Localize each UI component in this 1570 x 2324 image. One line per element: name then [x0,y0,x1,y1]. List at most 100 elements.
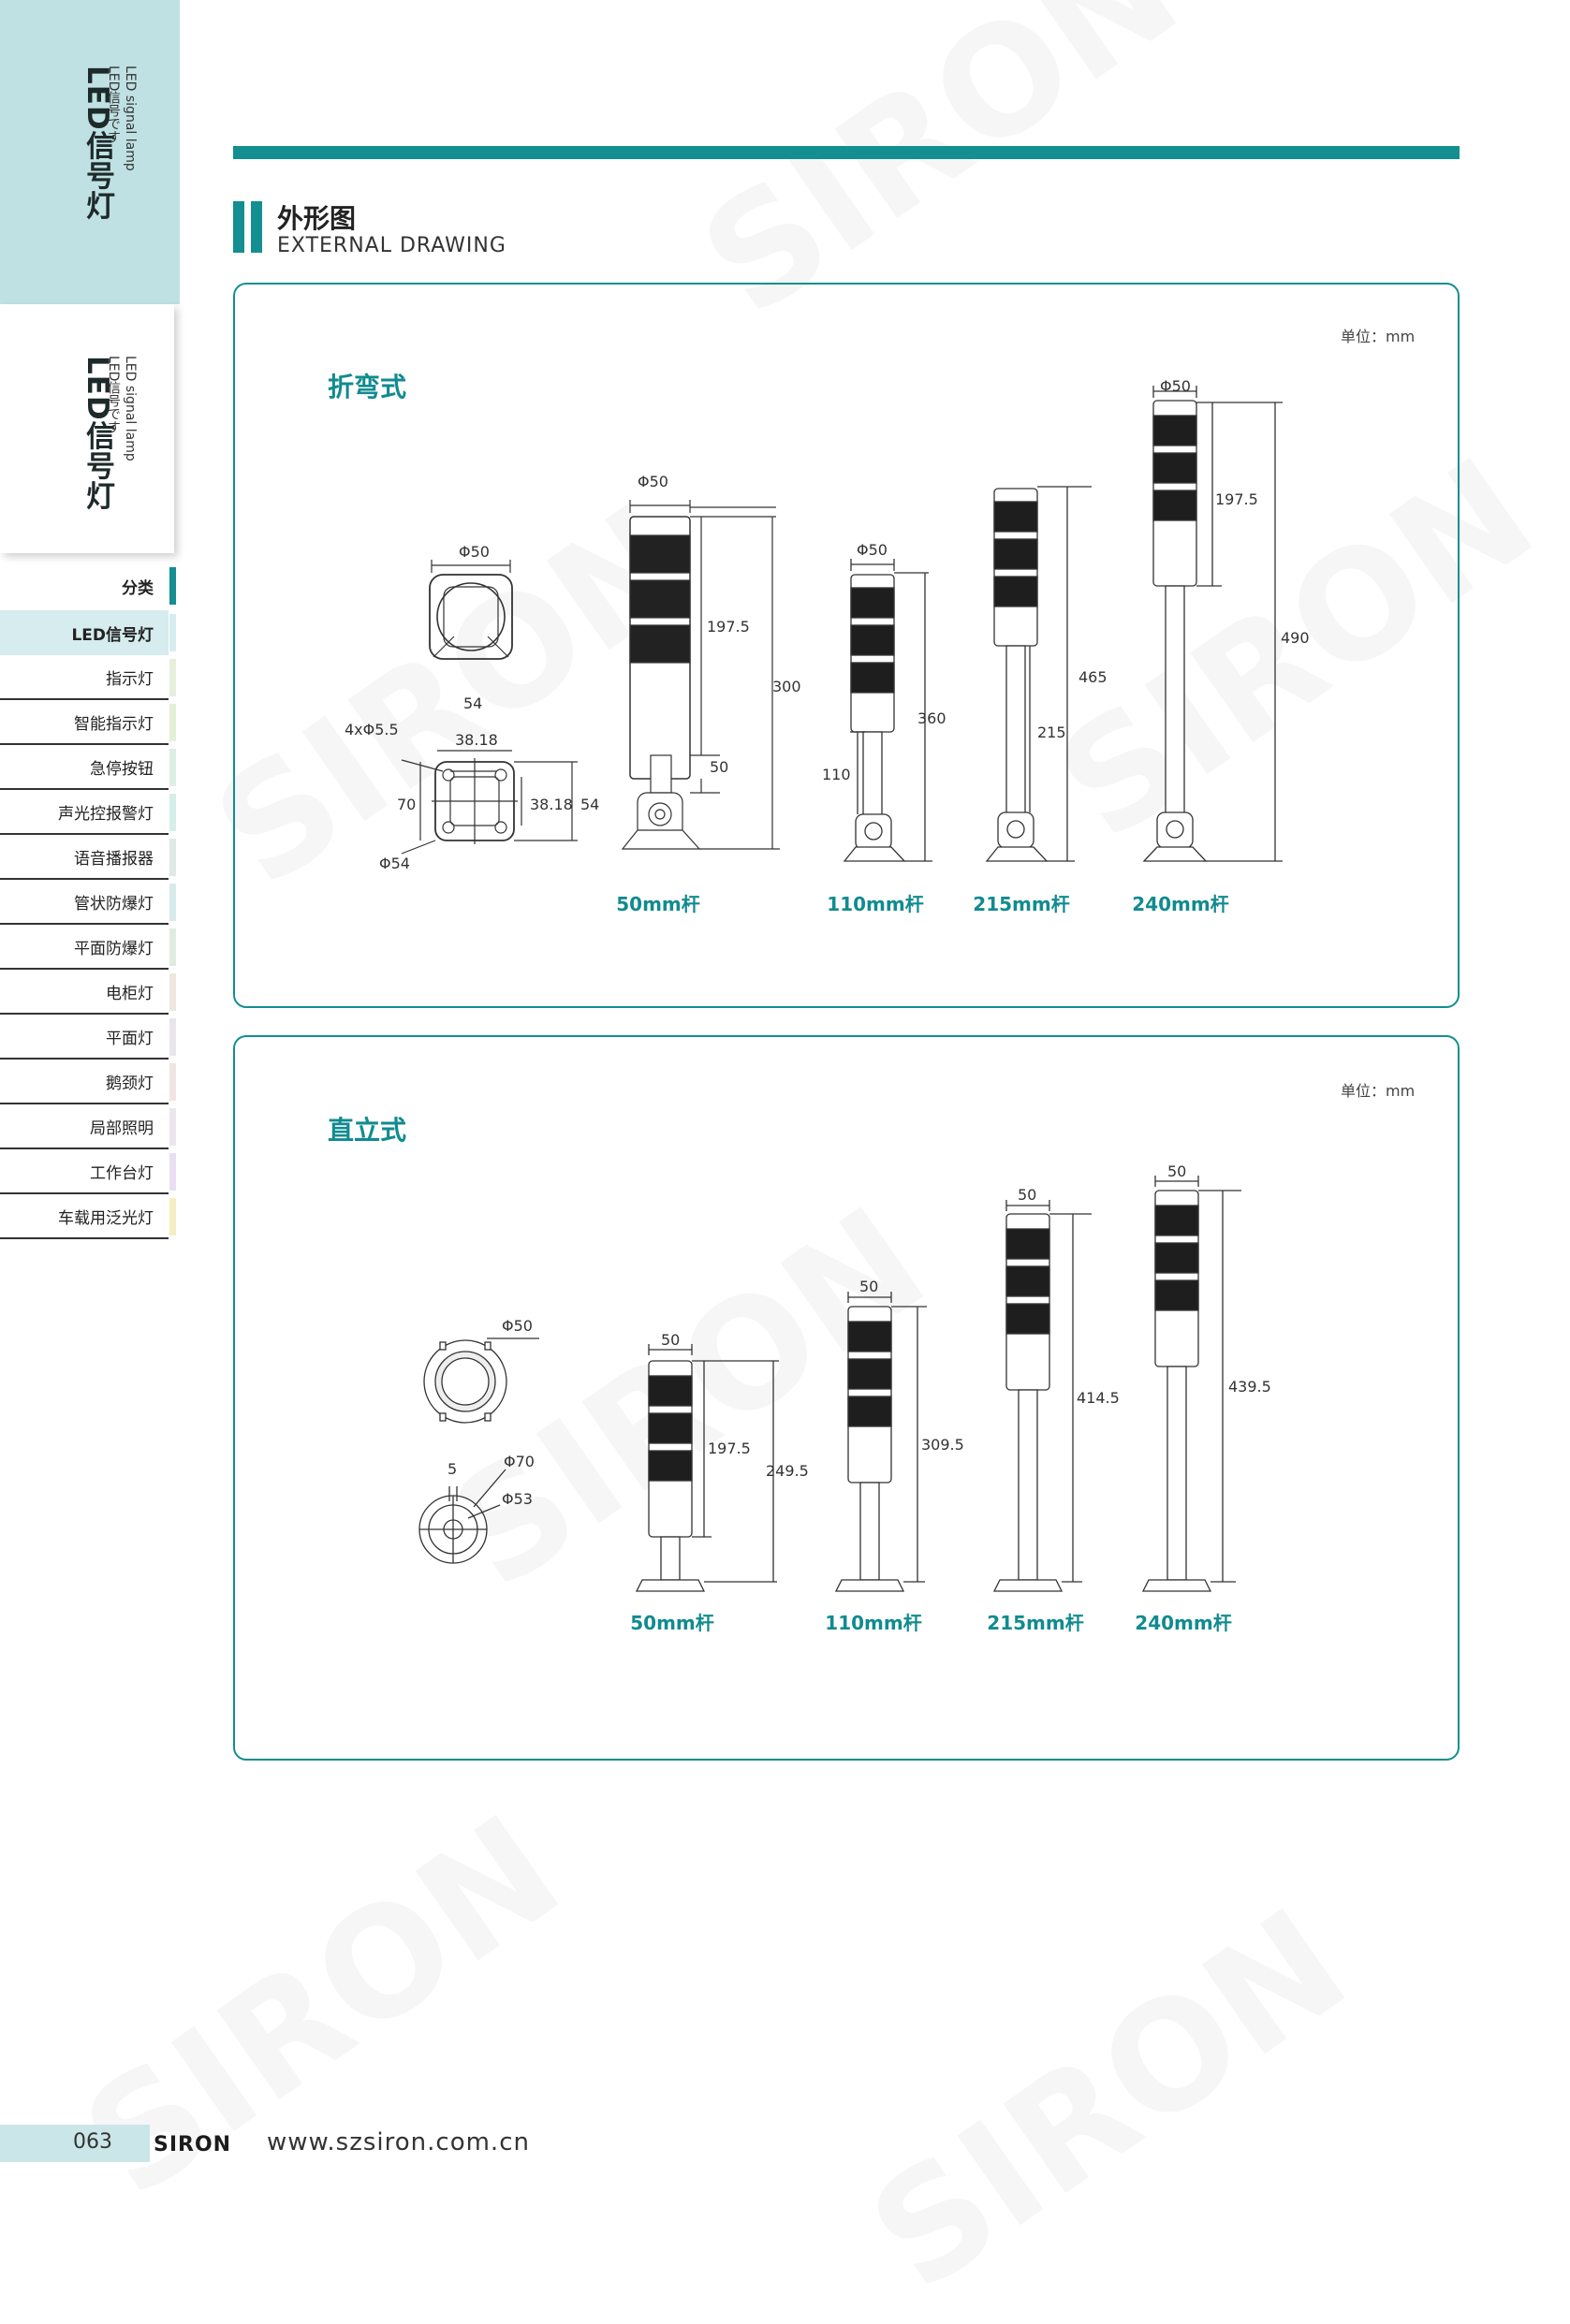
dim-label: Φ53 [502,1490,533,1508]
brand-logo: SIRON [154,2133,232,2156]
sidebar-item-color-marker [169,1198,176,1235]
top-rule [233,146,1460,159]
lamp-standing-50 [635,1344,779,1592]
footer-tab [0,2125,150,2162]
dim-label: Φ50 [857,541,888,559]
sidebar-item-label: 管状防爆灯 [74,894,154,914]
dim-label: 197.5 [708,1440,751,1457]
sidebar-item-color-marker [169,614,176,651]
sidebar-heading: 分类 [0,563,176,608]
base-view-drawing [401,750,578,855]
section-title: 外形图 [277,203,357,234]
folding-drawings [401,500,780,855]
sidebar-item[interactable]: 鹅颈灯 [0,1060,176,1104]
tab-sub-en: LED signal lamp [123,356,138,461]
lamp-caption: 240mm杆 [1135,1612,1232,1634]
sidebar-item-color-marker [169,659,176,696]
tab-sub-jp: LED信号です [106,66,121,144]
base-view-standing [418,1469,506,1564]
dim-label: 50 [661,1331,681,1349]
lamp-folding-215 [985,486,1092,862]
footer-url[interactable]: www.szsiron.com.cn [267,2128,530,2156]
dim-label: 309.5 [921,1436,964,1454]
lamp-folding-110 [843,559,932,862]
sidebar-item-label: 指示灯 [106,669,154,689]
dim-label: 490 [1281,629,1310,647]
sidebar-item-label: 车载用泛光灯 [58,1208,154,1228]
lamp-caption: 110mm杆 [827,893,924,915]
tab-sub-en: LED signal lamp [123,66,138,171]
sidebar-item-label: 平面防爆灯 [74,939,154,958]
sidebar-item-color-marker [169,1018,176,1056]
tab-title: LED信号灯 [81,66,114,221]
sidebar-item[interactable]: 声光控报警灯 [0,790,176,835]
dim-label: 54 [463,694,483,712]
dim-label: 38.18 [530,796,573,813]
panel-folding [233,283,1460,1008]
dim-label: 50 [1018,1186,1037,1204]
sidebar-item[interactable]: 工作台灯 [0,1149,176,1194]
sidebar-item-color-marker [169,884,176,921]
lamp-caption: 50mm杆 [616,893,700,915]
sidebar-item-color-marker [169,1153,176,1191]
top-view-standing [423,1337,539,1424]
sidebar-item[interactable]: 急停按钮 [0,745,176,790]
dim-label: Φ50 [459,543,490,561]
panel-title: 直立式 [328,1115,407,1146]
section-marker [251,201,262,253]
panel-standing [233,1035,1460,1761]
sidebar-tab[interactable]: LED信号灯 LED signal lamp LED信号です [0,304,174,553]
lamp-caption: 50mm杆 [630,1612,714,1634]
page-number: 063 [73,2130,112,2154]
lamp-caption: 110mm杆 [825,1612,922,1634]
dim-label: 215 [1037,724,1066,741]
sidebar-item[interactable]: 指示灯 [0,655,176,700]
sidebar-item[interactable]: 电柜灯 [0,970,176,1015]
lamp-standing-110 [834,1292,927,1592]
lamp-caption: 240mm杆 [1132,893,1229,915]
sidebar-heading-marker [169,567,176,605]
panel-title: 折弯式 [328,372,407,402]
sidebar-item[interactable]: 智能指示灯 [0,700,176,745]
sidebar-item-label: 鹅颈灯 [106,1074,154,1093]
section-marker [233,201,244,253]
sidebar-item-label: 语音播报器 [74,849,154,869]
sidebar-item[interactable]: LED信号灯 [0,610,176,655]
dim-label: 414.5 [1077,1389,1120,1407]
sidebar-item-color-marker [169,749,176,786]
sidebar-item-label: 声光控报警灯 [58,804,154,824]
dim-label: 38.18 [455,731,498,749]
sidebar-item[interactable]: 平面防爆灯 [0,925,176,970]
sidebar-item-color-marker [169,704,176,741]
dim-label: 70 [397,796,417,813]
sidebar-heading-label: 分类 [122,578,154,598]
dim-label: 50 [710,758,729,776]
dim-label: 54 [580,796,600,813]
sidebar-item-label: 工作台灯 [90,1163,154,1183]
dim-label: Φ50 [502,1317,533,1335]
sidebar-item-color-marker [169,1108,176,1146]
lamp-standing-240 [1141,1176,1241,1592]
sidebar-tab-active[interactable]: LED信号灯 LED signal lamp LED信号です [0,0,180,304]
sidebar-item[interactable]: 管状防爆灯 [0,880,176,925]
dim-label: 5 [448,1460,458,1478]
dim-label: 197.5 [707,618,750,636]
dim-label: 300 [772,678,801,695]
lamp-drawings-layer [418,386,1283,1592]
lamp-folding-240 [1142,386,1283,862]
sidebar-item[interactable]: 语音播报器 [0,835,176,880]
dim-label: 50 [1167,1162,1187,1180]
dim-label: Φ54 [379,855,410,872]
lamp-drawing-50 [621,500,780,850]
tab-title: LED信号灯 [81,356,114,511]
dim-label: Φ50 [1160,377,1191,395]
sidebar-item-color-marker [169,973,176,1011]
sidebar-item[interactable]: 车载用泛光灯 [0,1194,176,1239]
sidebar-item-label: 电柜灯 [106,984,154,1003]
dim-label: 197.5 [1215,490,1258,508]
sidebar-item-label: 智能指示灯 [74,714,154,734]
dim-label: 249.5 [766,1462,809,1480]
sidebar-item-label: 局部照明 [90,1118,154,1138]
sidebar-item[interactable]: 平面灯 [0,1015,176,1060]
sidebar-item[interactable]: 局部照明 [0,1104,176,1149]
